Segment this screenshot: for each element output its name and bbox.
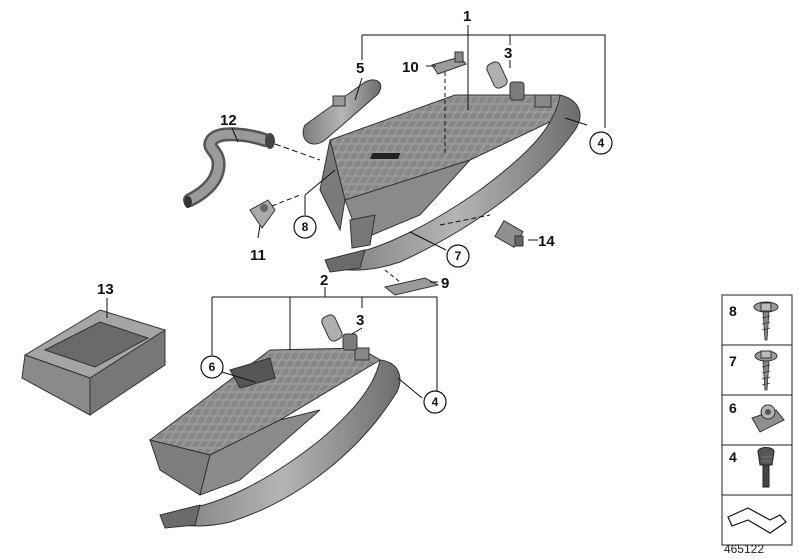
damper-part-lower — [321, 314, 358, 351]
svg-text:6: 6 — [209, 360, 216, 374]
callout-10: 10 — [402, 59, 419, 76]
bracket-symbol-icon — [727, 507, 787, 534]
reference-number: 465122 — [723, 542, 764, 556]
svg-text:8: 8 — [302, 220, 309, 234]
callout-14: 14 — [538, 233, 555, 250]
nozzle-part-11 — [249, 199, 276, 229]
svg-text:4: 4 — [432, 395, 439, 409]
callout-9: 9 — [441, 275, 449, 292]
circle-callout-4-upper: 4 — [589, 131, 613, 155]
glovebox-upper — [319, 94, 581, 273]
callout-5: 5 — [356, 60, 364, 77]
callout-2: 2 — [320, 272, 328, 289]
air-duct-hose — [183, 127, 275, 208]
leader-lines — [106, 25, 606, 399]
svg-text:4: 4 — [598, 136, 605, 150]
circle-callout-8: 8 — [293, 215, 317, 239]
fastener-legend: 8 7 6 4 — [721, 294, 793, 546]
legend-item-7: 7 — [729, 350, 778, 391]
clip-part-10 — [431, 51, 467, 75]
svg-text:7: 7 — [729, 353, 737, 369]
circle-callout-4-lower: 4 — [423, 390, 447, 414]
svg-text:7: 7 — [455, 249, 462, 263]
cover-panel-part — [302, 79, 382, 145]
circle-callout-6: 6 — [200, 355, 224, 379]
legend-item-6: 6 — [729, 400, 785, 433]
damper-part-upper — [486, 61, 525, 101]
circled-callouts: 4 8 7 6 4 — [200, 131, 613, 414]
svg-text:4: 4 — [729, 449, 737, 465]
callout-12: 12 — [220, 112, 237, 129]
svg-text:8: 8 — [729, 303, 737, 319]
legend-item-4: 4 — [729, 447, 775, 488]
callout-11: 11 — [250, 247, 266, 264]
callout-3-lower: 3 — [356, 312, 364, 329]
circle-callout-7: 7 — [446, 244, 470, 268]
callout-labels: 1 3 5 10 12 11 14 9 13 2 3 — [97, 8, 555, 329]
svg-text:6: 6 — [729, 400, 737, 416]
lock-part-14 — [494, 220, 524, 248]
glovebox-lower — [148, 347, 401, 529]
legend-item-8: 8 — [729, 301, 779, 341]
callout-1: 1 — [463, 8, 471, 25]
handle-part-9 — [383, 277, 440, 296]
storage-box-part-13 — [21, 309, 167, 416]
callout-3-upper: 3 — [504, 45, 512, 62]
callout-13: 13 — [97, 281, 114, 298]
